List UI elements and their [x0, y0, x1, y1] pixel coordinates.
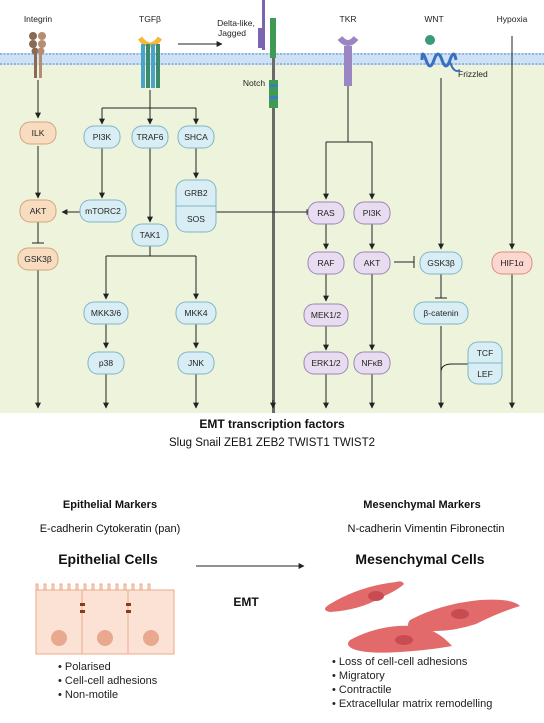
svg-text:JNK: JNK: [188, 358, 204, 368]
node-jnk: JNK: [177, 351, 215, 375]
receptor-hypoxia-label: Hypoxia: [497, 14, 528, 24]
emt-tf-list: Slug Snail ZEB1 ZEB2 TWIST1 TWIST2: [169, 437, 375, 449]
mesenchymal-feature: • Contractile: [332, 684, 392, 696]
epithelial-feature: • Polarised: [58, 661, 111, 673]
epithelial-feature: • Non-motile: [58, 689, 118, 701]
node-tcf-lef: TCF LEF: [467, 341, 503, 385]
mesenchymal-cells-title: Mesenchymal Cells: [355, 551, 484, 567]
svg-text:MKK4: MKK4: [184, 308, 207, 318]
epithelial-markers-title: Epithelial Markers: [63, 499, 157, 511]
pathway-arrows: [32, 36, 515, 569]
node-akt-right: AKT: [353, 251, 391, 275]
epithelial-features-list: • Polarised • Cell-cell adhesions • Non-…: [58, 661, 158, 701]
emt-transition-label: EMT: [233, 595, 259, 609]
node-grb2: GRB2: [184, 188, 207, 198]
svg-text:PI3K: PI3K: [93, 132, 112, 142]
epithelial-cells-illustration: [35, 583, 175, 655]
svg-text:PI3K: PI3K: [363, 208, 382, 218]
node-grb2-sos: GRB2 SOS: [175, 179, 217, 233]
receptor-tkr-label: TKR: [340, 14, 357, 24]
svg-text:TRAF6: TRAF6: [137, 132, 164, 142]
node-akt-left: AKT: [19, 199, 57, 223]
node-hif1a: HIF1α: [491, 251, 533, 275]
mesenchymal-features-list: • Loss of cell-cell adhesions • Migrator…: [332, 656, 492, 710]
node-nfkb: NFκB: [353, 351, 391, 375]
receptor-delta-label: Delta-like,Jagged: [217, 18, 255, 38]
node-sos: SOS: [187, 214, 205, 224]
svg-text:AKT: AKT: [364, 258, 381, 268]
epithelial-feature: • Cell-cell adhesions: [58, 675, 158, 687]
node-bcatenin: β-catenin: [413, 301, 469, 325]
tkr-receptor-icon: [337, 35, 359, 86]
node-ras: RAS: [307, 201, 345, 225]
svg-text:MEK1/2: MEK1/2: [311, 310, 342, 320]
node-tcf: TCF: [477, 348, 494, 358]
node-tak1: TAK1: [131, 223, 169, 247]
node-gsk3b-left: GSK3β: [17, 247, 59, 271]
svg-text:GSK3β: GSK3β: [427, 258, 455, 268]
svg-text:ERK1/2: ERK1/2: [311, 358, 341, 368]
svg-text:RAF: RAF: [318, 258, 335, 268]
svg-text:AKT: AKT: [30, 206, 47, 216]
svg-text:mTORC2: mTORC2: [85, 206, 121, 216]
mesenchymal-markers-list: N-cadherin Vimentin Fibronectin: [348, 523, 505, 535]
receptor-tgfb-label: TGFβ: [139, 14, 161, 24]
svg-text:MKK3/6: MKK3/6: [91, 308, 122, 318]
svg-text:SHCA: SHCA: [184, 132, 208, 142]
receptor-integrin-label: Integrin: [24, 14, 53, 24]
node-mek12: MEK1/2: [303, 303, 349, 327]
node-mtorc2: mTORC2: [79, 199, 127, 223]
tgfb-receptor-icon: [137, 36, 163, 88]
receptor-wnt-label: WNT: [424, 14, 443, 24]
node-mkk4: MKK4: [175, 301, 217, 325]
pathway-nodes: ILK AKT GSK3β PI3K TRAF6 SHCA mTORC2: [17, 121, 533, 385]
mesenchymal-markers-title: Mesenchymal Markers: [363, 499, 480, 511]
emt-tf-title: EMT transcription factors: [199, 417, 345, 431]
notch-label: Notch: [243, 78, 265, 88]
node-traf6: TRAF6: [131, 125, 169, 149]
node-mkk36: MKK3/6: [83, 301, 129, 325]
svg-text:β-catenin: β-catenin: [423, 308, 458, 318]
node-pi3k-right: PI3K: [353, 201, 391, 225]
svg-text:RAS: RAS: [317, 208, 335, 218]
svg-text:p38: p38: [99, 358, 113, 368]
node-gsk3b-right: GSK3β: [419, 251, 463, 275]
notch-receptor-icon: [258, 0, 278, 413]
mesenchymal-feature: • Extracellular matrix remodelling: [332, 698, 492, 710]
svg-text:NFκB: NFκB: [361, 358, 383, 368]
svg-text:TAK1: TAK1: [140, 230, 161, 240]
mesenchymal-cells-illustration: [325, 581, 520, 653]
mesenchymal-feature: • Loss of cell-cell adhesions: [332, 656, 468, 668]
epithelial-markers-list: E-cadherin Cytokeratin (pan): [40, 523, 181, 535]
frizzled-receptor-icon: [420, 35, 461, 72]
mesenchymal-feature: • Migratory: [332, 670, 385, 682]
node-erk12: ERK1/2: [303, 351, 349, 375]
svg-text:HIF1α: HIF1α: [500, 258, 523, 268]
node-raf: RAF: [307, 251, 345, 275]
node-ilk: ILK: [19, 121, 57, 145]
node-shca: SHCA: [177, 125, 215, 149]
svg-text:ILK: ILK: [32, 128, 45, 138]
svg-text:GSK3β: GSK3β: [24, 254, 52, 264]
node-lef: LEF: [477, 369, 493, 379]
integrin-icon: [29, 32, 46, 78]
epithelial-cells-title: Epithelial Cells: [58, 551, 158, 567]
node-p38: p38: [87, 351, 125, 375]
frizzled-label: Frizzled: [458, 69, 488, 79]
node-pi3k-left: PI3K: [83, 125, 121, 149]
